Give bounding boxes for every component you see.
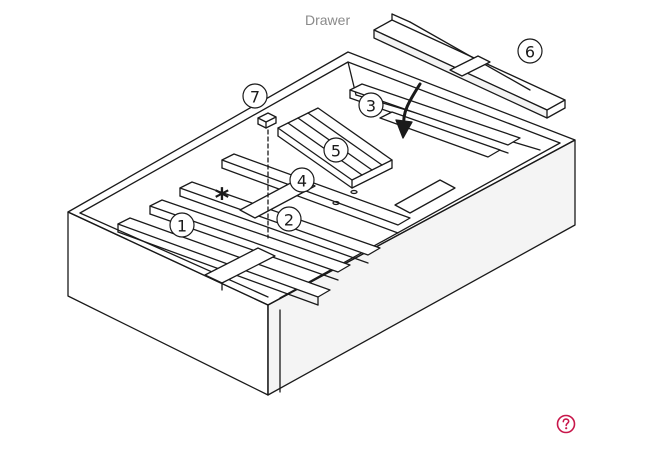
drawer-divider <box>117 217 331 298</box>
callout-7 <box>242 83 268 109</box>
help-button[interactable] <box>556 414 576 434</box>
drawer-divider <box>149 199 351 273</box>
divider-clip <box>257 112 277 129</box>
callout-2-label: 2 <box>284 211 294 230</box>
callout-4-label: 4 <box>297 172 307 191</box>
callout-2 <box>276 206 302 232</box>
diagram-caption: Drawer <box>305 12 351 28</box>
drawer-divider <box>349 83 521 146</box>
help-circle-icon <box>556 414 576 434</box>
asterisk-marker: * <box>215 182 230 215</box>
loose-divider <box>373 13 566 119</box>
callout-1 <box>169 212 195 238</box>
callout-5 <box>323 137 349 163</box>
callout-1-label: 1 <box>177 217 187 236</box>
cross-divider <box>204 247 276 284</box>
cross-divider <box>394 179 456 214</box>
callout-7-label: 7 <box>250 88 260 107</box>
callout-3 <box>358 92 384 118</box>
callout-6 <box>517 38 543 64</box>
callout-4 <box>289 167 315 193</box>
callout-5-label: 5 <box>331 142 341 161</box>
callout-3-label: 3 <box>366 97 376 116</box>
callout-6-label: 6 <box>525 43 535 62</box>
